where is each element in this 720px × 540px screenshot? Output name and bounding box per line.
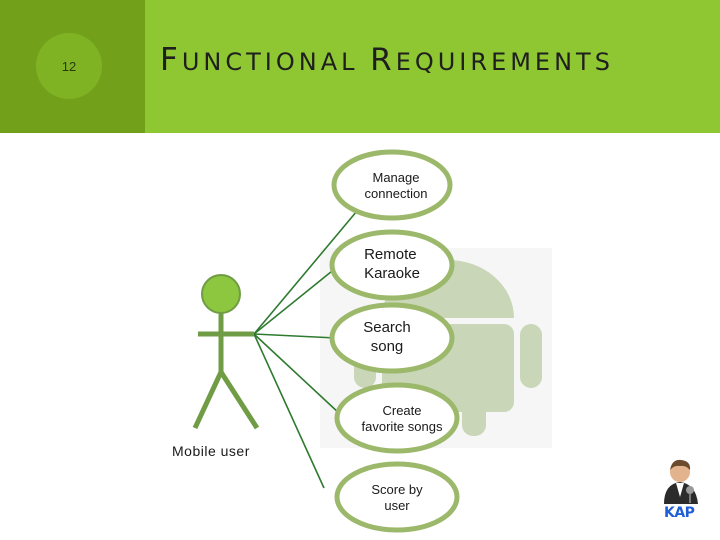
association-line-4 <box>253 333 341 415</box>
actor-head <box>201 274 241 314</box>
title-word-1-initial: F <box>160 42 182 78</box>
use-case-ellipse-score-by-user <box>334 461 460 533</box>
association-line-1 <box>253 204 363 335</box>
title-word-1-rest: UNCTIONAL <box>181 48 359 76</box>
use-case-ellipses <box>329 149 460 533</box>
slide-title: FUNCTIONAL REQUIREMENTS <box>160 42 715 78</box>
use-case-remote-karaoke: Remote Karaoke <box>364 246 420 282</box>
actor-stick-figure <box>192 274 260 430</box>
title-word-2-initial: R <box>370 42 396 78</box>
use-case-ellipse-remote-karaoke <box>329 229 455 301</box>
actor-left-leg <box>192 370 224 430</box>
use-case-ellipse-create-favorite-songs <box>334 382 460 454</box>
use-case-score-by-user: Score by user <box>371 481 423 513</box>
title-band <box>145 0 720 133</box>
association-line-3 <box>253 333 337 339</box>
association-lines <box>253 204 363 489</box>
page-number: 12 <box>36 33 102 99</box>
use-case-manage-connection: Manage connection <box>364 169 428 201</box>
use-case-search-song: Search song <box>363 319 411 355</box>
actor-label: Mobile user <box>172 443 250 459</box>
association-line-2 <box>253 262 343 335</box>
use-case-ellipse-manage-connection <box>331 149 453 221</box>
kap-logo-person-icon <box>664 459 698 504</box>
kap-logo-text: KAP <box>664 505 695 521</box>
title-word-2-rest: EQUIREMENTS <box>395 48 614 76</box>
association-line-5 <box>253 333 325 489</box>
use-case-ellipse-search-song <box>329 302 455 374</box>
actor-right-leg <box>218 370 260 430</box>
use-case-create-favorite-songs: Create favorite songs <box>361 402 443 434</box>
